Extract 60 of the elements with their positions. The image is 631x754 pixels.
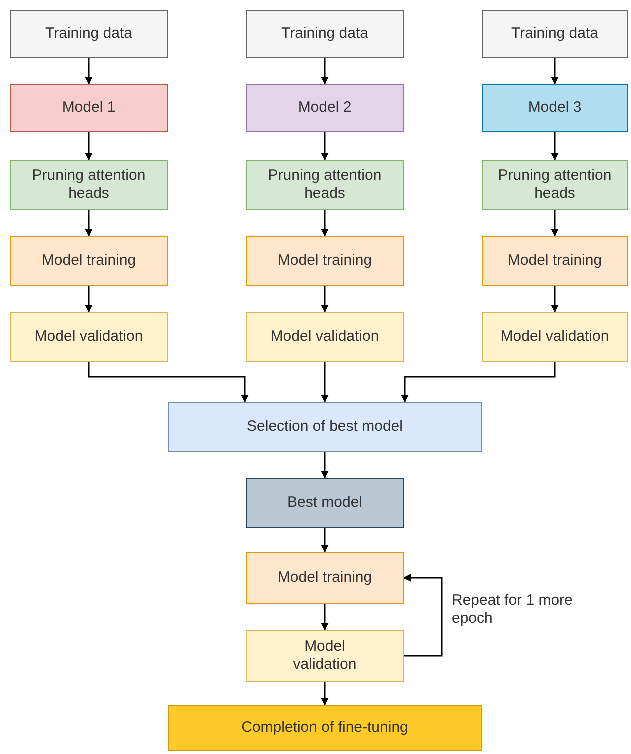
box-label: Model validation xyxy=(34,328,144,346)
box-label: Model validation xyxy=(270,328,380,346)
process-box xyxy=(246,236,404,286)
arrow xyxy=(321,682,329,706)
box-label: Model training xyxy=(508,252,602,270)
process-box xyxy=(246,552,404,604)
arrow xyxy=(88,362,249,403)
arrow xyxy=(321,362,329,403)
box-label: Completion of fine-tuning xyxy=(242,719,408,737)
arrow xyxy=(401,362,556,403)
process-box xyxy=(246,160,404,210)
arrow xyxy=(85,58,93,85)
process-box xyxy=(482,84,628,132)
process-box xyxy=(10,84,168,132)
process-box xyxy=(482,312,628,362)
box-label: Model validation xyxy=(500,328,610,346)
process-box xyxy=(482,160,628,210)
arrow xyxy=(85,286,93,313)
box-label: Model training xyxy=(278,252,372,270)
arrow xyxy=(321,528,329,553)
process-box xyxy=(246,478,404,528)
process-box xyxy=(168,705,482,751)
process-box xyxy=(246,84,404,132)
process-box xyxy=(246,630,404,682)
arrow xyxy=(551,132,559,161)
arrow xyxy=(551,58,559,85)
box-label: Pruning attention heads xyxy=(267,167,383,203)
box-label: Training data xyxy=(512,25,598,43)
process-box xyxy=(482,10,628,58)
box-label: Training data xyxy=(282,25,368,43)
arrow xyxy=(321,58,329,85)
process-box xyxy=(10,160,168,210)
arrow xyxy=(321,210,329,237)
arrow xyxy=(85,132,93,161)
arrow xyxy=(321,286,329,313)
box-label: Model 3 xyxy=(528,99,582,117)
box-label: Pruning attention heads xyxy=(497,167,613,203)
box-label: Best model xyxy=(287,494,363,512)
box-label: Selection of best model xyxy=(247,418,403,436)
box-label: Model training xyxy=(42,252,136,270)
box-label: Model 1 xyxy=(62,99,116,117)
box-label: Training data xyxy=(46,25,132,43)
process-box xyxy=(10,236,168,286)
box-label: Model 2 xyxy=(298,99,352,117)
process-box xyxy=(246,10,404,58)
arrow xyxy=(551,286,559,313)
arrow xyxy=(551,210,559,237)
process-box xyxy=(246,312,404,362)
arrow xyxy=(321,132,329,161)
arrow xyxy=(85,210,93,237)
process-box xyxy=(482,236,628,286)
process-box xyxy=(10,10,168,58)
process-box xyxy=(10,312,168,362)
arrow xyxy=(403,574,443,657)
box-label: Pruning attention heads xyxy=(31,167,147,203)
box-label: Model training xyxy=(278,569,372,587)
arrow xyxy=(321,452,329,479)
arrow xyxy=(321,604,329,631)
box-label: Model validation xyxy=(292,638,358,674)
process-box xyxy=(168,402,482,452)
